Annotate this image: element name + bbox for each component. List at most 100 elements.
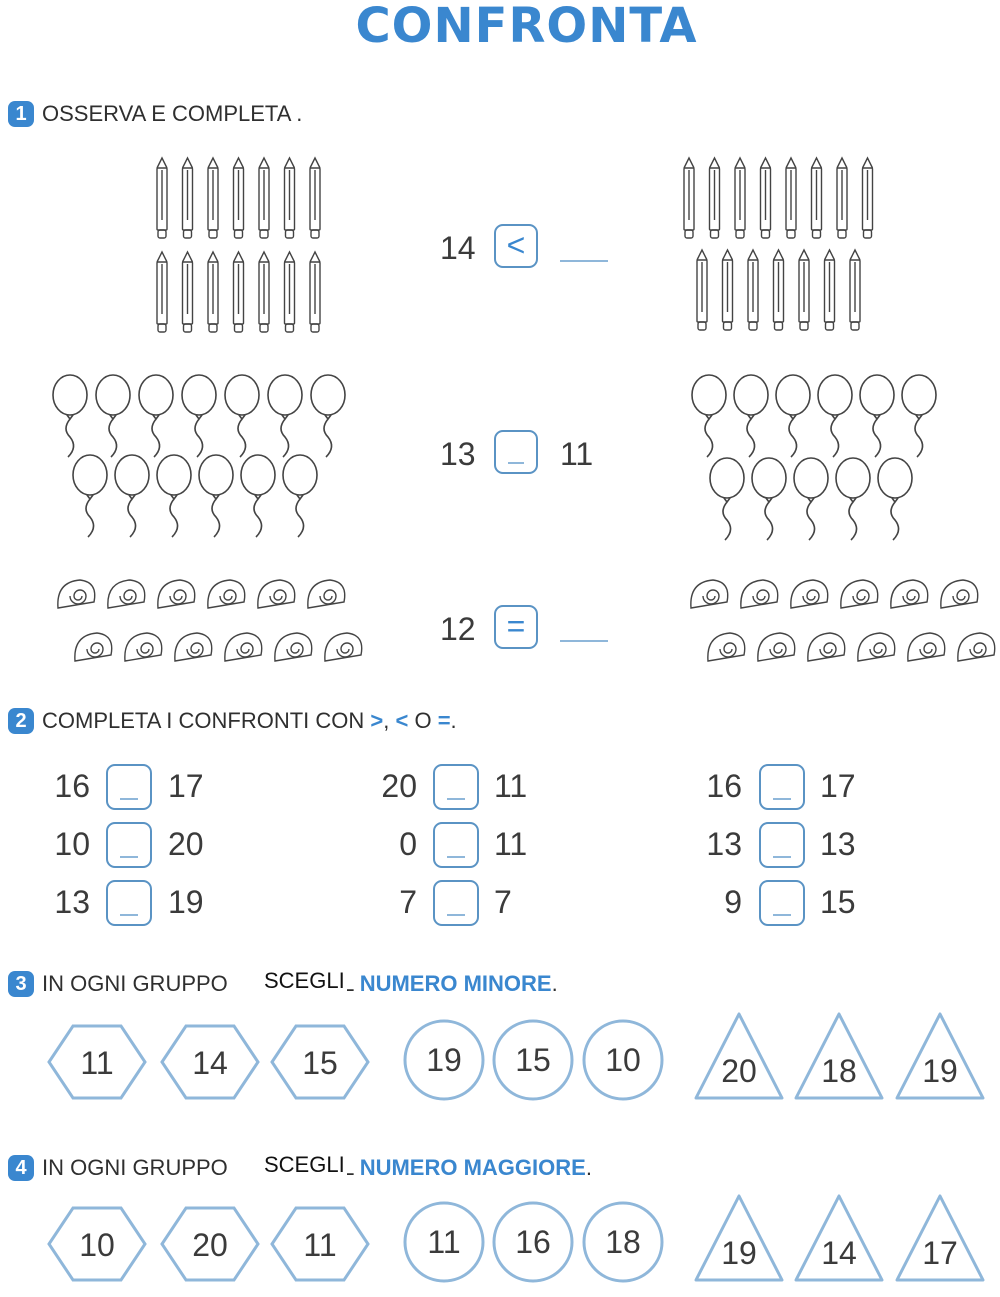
section-number: 3 xyxy=(8,971,34,998)
shell-icon xyxy=(840,579,879,609)
pencil-icon xyxy=(836,156,848,239)
ex2-answer-box[interactable] xyxy=(433,880,479,926)
shell-icon xyxy=(107,579,146,609)
ex2-answer-box[interactable] xyxy=(106,822,152,868)
pencil-icon xyxy=(785,156,797,239)
balloon-icon xyxy=(156,454,192,538)
ex2-right-number: 11 xyxy=(494,768,528,804)
ex2-left-number: 16 xyxy=(706,768,742,804)
ex2-right-number: 15 xyxy=(820,884,856,920)
circle-choice[interactable]: 10 xyxy=(582,1019,664,1101)
shell-icon xyxy=(890,579,929,609)
pencil-icon xyxy=(156,156,168,239)
shell-icon xyxy=(207,579,246,609)
section-number: 1 xyxy=(8,101,34,128)
balloon-icon xyxy=(877,457,913,541)
ex2-answer-box[interactable] xyxy=(759,764,805,810)
triangle-choice[interactable]: 19 xyxy=(895,1012,985,1100)
hexagon-choice[interactable]: 11 xyxy=(47,1024,147,1100)
box-underline xyxy=(773,914,791,916)
circle-choice[interactable]: 11 xyxy=(403,1201,485,1283)
box-underline xyxy=(773,856,791,858)
pencil-icon xyxy=(283,250,296,333)
balloon-icon xyxy=(72,454,108,538)
circle-number: 15 xyxy=(515,1042,551,1078)
hexagon-choice[interactable]: 11 xyxy=(270,1206,370,1282)
hexagon-number: 11 xyxy=(80,1045,113,1081)
shell-icon xyxy=(740,579,779,609)
pencil-icon xyxy=(861,156,874,239)
circle-choice[interactable]: 18 xyxy=(582,1201,664,1283)
balloon-icon xyxy=(198,454,234,538)
label-text: IN OGNI GRUPPO xyxy=(42,971,234,997)
triangle-number: 19 xyxy=(721,1235,757,1271)
shell-icon xyxy=(124,632,163,662)
ex2-left-number: 16 xyxy=(54,768,90,804)
hexagon-number: 11 xyxy=(303,1227,336,1263)
shell-icon xyxy=(224,632,263,662)
ex1-row2-answer-box[interactable] xyxy=(494,430,538,474)
ex2-right-number: 17 xyxy=(168,768,204,804)
period: . xyxy=(585,1155,592,1181)
ex1-row3-answer-box[interactable]: = xyxy=(494,605,538,649)
ex2-answer-box[interactable] xyxy=(759,822,805,868)
balloon-icon xyxy=(114,454,150,538)
ex2-left-number: 13 xyxy=(54,884,90,920)
ex2-answer-box[interactable] xyxy=(433,822,479,868)
hexagon-number: 10 xyxy=(79,1227,115,1263)
ex2-answer-box[interactable] xyxy=(759,880,805,926)
pencil-icon xyxy=(258,250,270,333)
section-2-label: COMPLETA I CONFRONTI CON >, < O =. xyxy=(42,708,457,733)
hexagon-choice[interactable]: 20 xyxy=(160,1206,260,1282)
circle-choice[interactable]: 19 xyxy=(403,1019,485,1101)
box-underline xyxy=(120,856,138,858)
triangle-choice[interactable]: 17 xyxy=(895,1194,985,1282)
shell-icon xyxy=(807,632,846,662)
shell-icon xyxy=(907,632,946,662)
triangle-number: 20 xyxy=(721,1053,757,1089)
balloon-icon xyxy=(775,374,811,458)
section-4-overlay-word: SCEGLI xyxy=(262,1152,347,1177)
hexagon-choice[interactable]: 15 xyxy=(270,1024,370,1100)
ex2-left-number: 0 xyxy=(399,826,417,862)
period: . xyxy=(450,708,457,734)
pencil-icon xyxy=(823,248,836,331)
circle-choice[interactable]: 16 xyxy=(492,1201,574,1283)
page-title: CONFRONTA xyxy=(355,0,698,54)
triangle-number: 14 xyxy=(821,1235,857,1271)
triangle-choice[interactable]: 19 xyxy=(694,1194,784,1282)
hexagon-choice[interactable]: 14 xyxy=(160,1024,260,1100)
comma: , xyxy=(383,708,396,734)
ex2-right-number: 11 xyxy=(494,826,528,862)
triangle-choice[interactable]: 18 xyxy=(794,1012,884,1100)
ex1-row2-right: 11 xyxy=(560,436,594,472)
ex2-left-number: 13 xyxy=(706,826,742,862)
pencil-icon xyxy=(207,250,219,333)
pencil-icon xyxy=(734,156,746,239)
ex2-answer-box[interactable] xyxy=(106,880,152,926)
circle-choice[interactable]: 15 xyxy=(492,1019,574,1101)
pencil-icon xyxy=(309,156,321,239)
shell-icon xyxy=(274,632,313,662)
shell-icon xyxy=(690,579,729,609)
pencil-icon xyxy=(759,156,772,239)
triangle-number: 19 xyxy=(922,1053,958,1089)
pencil-icon xyxy=(772,248,785,331)
triangle-choice[interactable]: 20 xyxy=(694,1012,784,1100)
ex1-row1-answer-box[interactable]: < xyxy=(494,224,538,268)
ex1-row1-blank[interactable] xyxy=(560,260,608,262)
hexagon-number: 20 xyxy=(192,1227,228,1263)
ex1-row3-blank[interactable] xyxy=(560,640,608,642)
ex2-answer-box[interactable] xyxy=(433,764,479,810)
balloon-icon xyxy=(859,374,895,458)
ex2-right-number: 19 xyxy=(168,884,204,920)
shell-icon xyxy=(707,632,746,662)
hexagon-choice[interactable]: 10 xyxy=(47,1206,147,1282)
ex2-answer-box[interactable] xyxy=(106,764,152,810)
balloon-icon xyxy=(267,374,303,458)
triangle-number: 18 xyxy=(821,1053,857,1089)
section-3-overlay-word: SCEGLI xyxy=(262,968,347,993)
circle-number: 11 xyxy=(427,1224,460,1260)
triangle-choice[interactable]: 14 xyxy=(794,1194,884,1282)
